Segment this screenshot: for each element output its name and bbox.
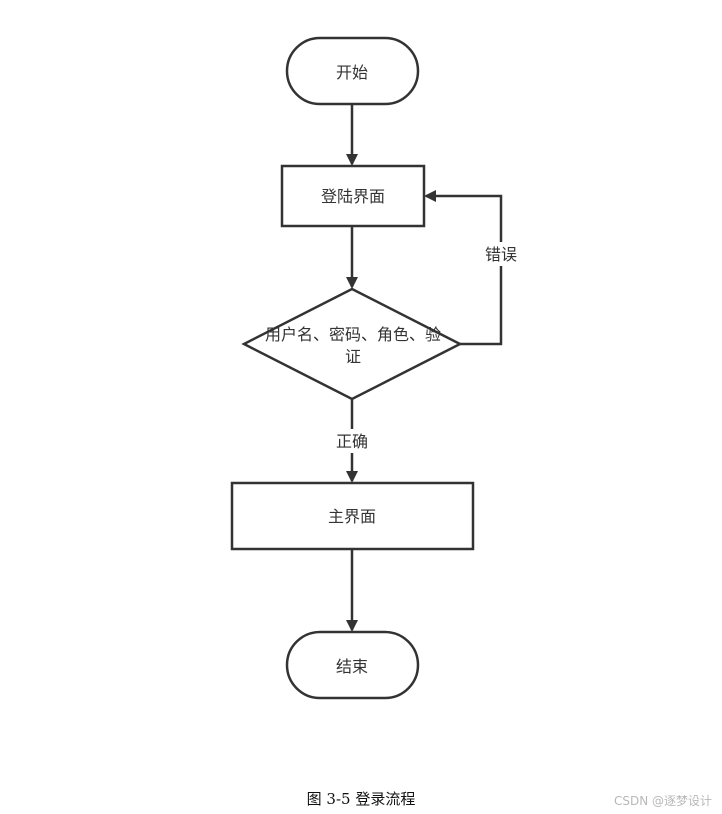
main-screen-label: 主界面 — [328, 507, 376, 526]
watermark-text: CSDN @逐梦设计 — [613, 794, 712, 808]
end-node-label: 结束 — [336, 657, 368, 676]
end-node — [285, 630, 420, 700]
verify-decision-label-line2: 证 — [345, 347, 361, 366]
correct-label-bg — [332, 429, 372, 453]
login-screen-label: 登陆界面 — [321, 187, 385, 206]
verify-decision-node — [241, 287, 463, 401]
verify-decision-label-line1: 用户名、密码、角色、验 — [265, 325, 441, 344]
login-screen-node — [280, 164, 426, 228]
edge-error-loop — [424, 190, 503, 346]
correct-edge-label: 正确 — [336, 432, 368, 451]
figure-caption: 图 3-5 登录流程 — [306, 790, 416, 808]
main-screen-node — [230, 481, 475, 551]
start-node-label: 开始 — [336, 63, 368, 82]
error-label-bg — [482, 242, 520, 266]
error-edge-label: 错误 — [485, 245, 517, 264]
